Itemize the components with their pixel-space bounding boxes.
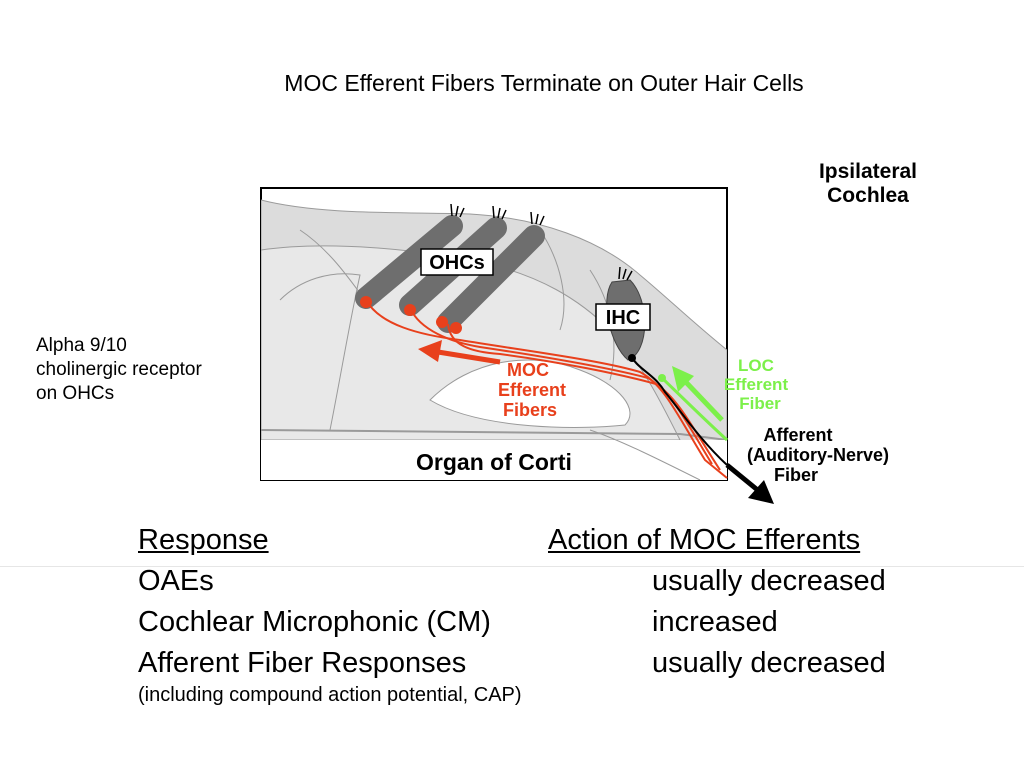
afferent-label-line-2: (Auditory-Nerve) [747, 445, 889, 465]
response-row-2: Cochlear Microphonic (CM) [138, 606, 491, 638]
afferent-label: Afferent (Auditory-Nerve) Fiber [747, 425, 889, 485]
ihc-label: IHC [606, 307, 640, 329]
receptor-note: Alpha 9/10 cholinergic receptor on OHCs [36, 334, 202, 406]
outer-hair-cell [355, 215, 463, 309]
moc-arrowhead [418, 340, 442, 362]
synaptic-terminal [436, 316, 448, 328]
action-row-2: increased [652, 606, 778, 638]
moc-efferent-fibers [360, 296, 728, 479]
response-header: Response [138, 524, 269, 556]
cochlea-heading: Ipsilateral Cochlea [819, 160, 917, 207]
loc-efferent-fiber [658, 366, 729, 442]
divider-line [0, 566, 1024, 567]
moc-label: MOC Efferent Fibers [498, 360, 566, 420]
afferent-fiber [628, 354, 774, 504]
loc-arrowhead [672, 366, 694, 392]
loc-label: LOC Efferent Fiber [724, 356, 789, 413]
moc-direction-arrow [437, 349, 501, 365]
loc-direction-arrow [680, 376, 724, 422]
response-row-3: Afferent Fiber Responses [138, 647, 467, 679]
ohc-label: OHCs [429, 252, 485, 274]
afferent-label-line-1: Afferent [763, 425, 832, 445]
cochlea-heading-line-1: Ipsilateral [819, 160, 917, 183]
synaptic-terminal [404, 304, 416, 316]
loc-label-line-2: Efferent [724, 375, 789, 394]
afferent-label-line-3: Fiber [774, 465, 818, 485]
stereocilia [530, 211, 545, 226]
slide-title: MOC Efferent Fibers Terminate on Outer H… [284, 70, 804, 96]
action-header: Action of MOC Efferents [548, 524, 861, 556]
stereocilia [492, 205, 507, 220]
receptor-note-line-1: Alpha 9/10 [36, 335, 127, 356]
loc-label-line-1: LOC [738, 356, 774, 375]
afferent-arrowhead [748, 480, 774, 504]
outer-hair-cell [437, 225, 545, 333]
table-footnote: (including compound action potential, CA… [138, 684, 522, 706]
ohc-label-box [420, 248, 494, 276]
moc-label-line-2: Efferent [498, 380, 566, 400]
stereocilia [618, 266, 633, 281]
receptor-note-line-3: on OHCs [36, 383, 115, 404]
loc-label-line-3: Fiber [739, 394, 781, 413]
action-row-3: usually decreased [652, 647, 886, 679]
cochlea-heading-line-2: Cochlea [827, 184, 909, 207]
moc-label-line-3: Fibers [503, 400, 557, 420]
moc-label-line-1: MOC [507, 360, 549, 380]
stereocilia [450, 203, 465, 218]
ihc-label-box [595, 303, 651, 331]
response-column: Response OAEs Cochlear Microphonic (CM) … [138, 520, 491, 684]
organ-of-corti-caption: Organ of Corti [416, 449, 572, 475]
action-row-1: usually decreased [652, 565, 886, 597]
synaptic-terminal [360, 296, 372, 308]
organ-of-corti-diagram: OHCs IHC MOC Efferent Fibers LOC Efferen… [260, 160, 917, 504]
synaptic-terminal [450, 322, 462, 334]
action-column: usually decreased increased usually decr… [652, 561, 886, 684]
response-row-1: OAEs [138, 565, 214, 597]
receptor-note-line-2: cholinergic receptor [36, 359, 202, 380]
